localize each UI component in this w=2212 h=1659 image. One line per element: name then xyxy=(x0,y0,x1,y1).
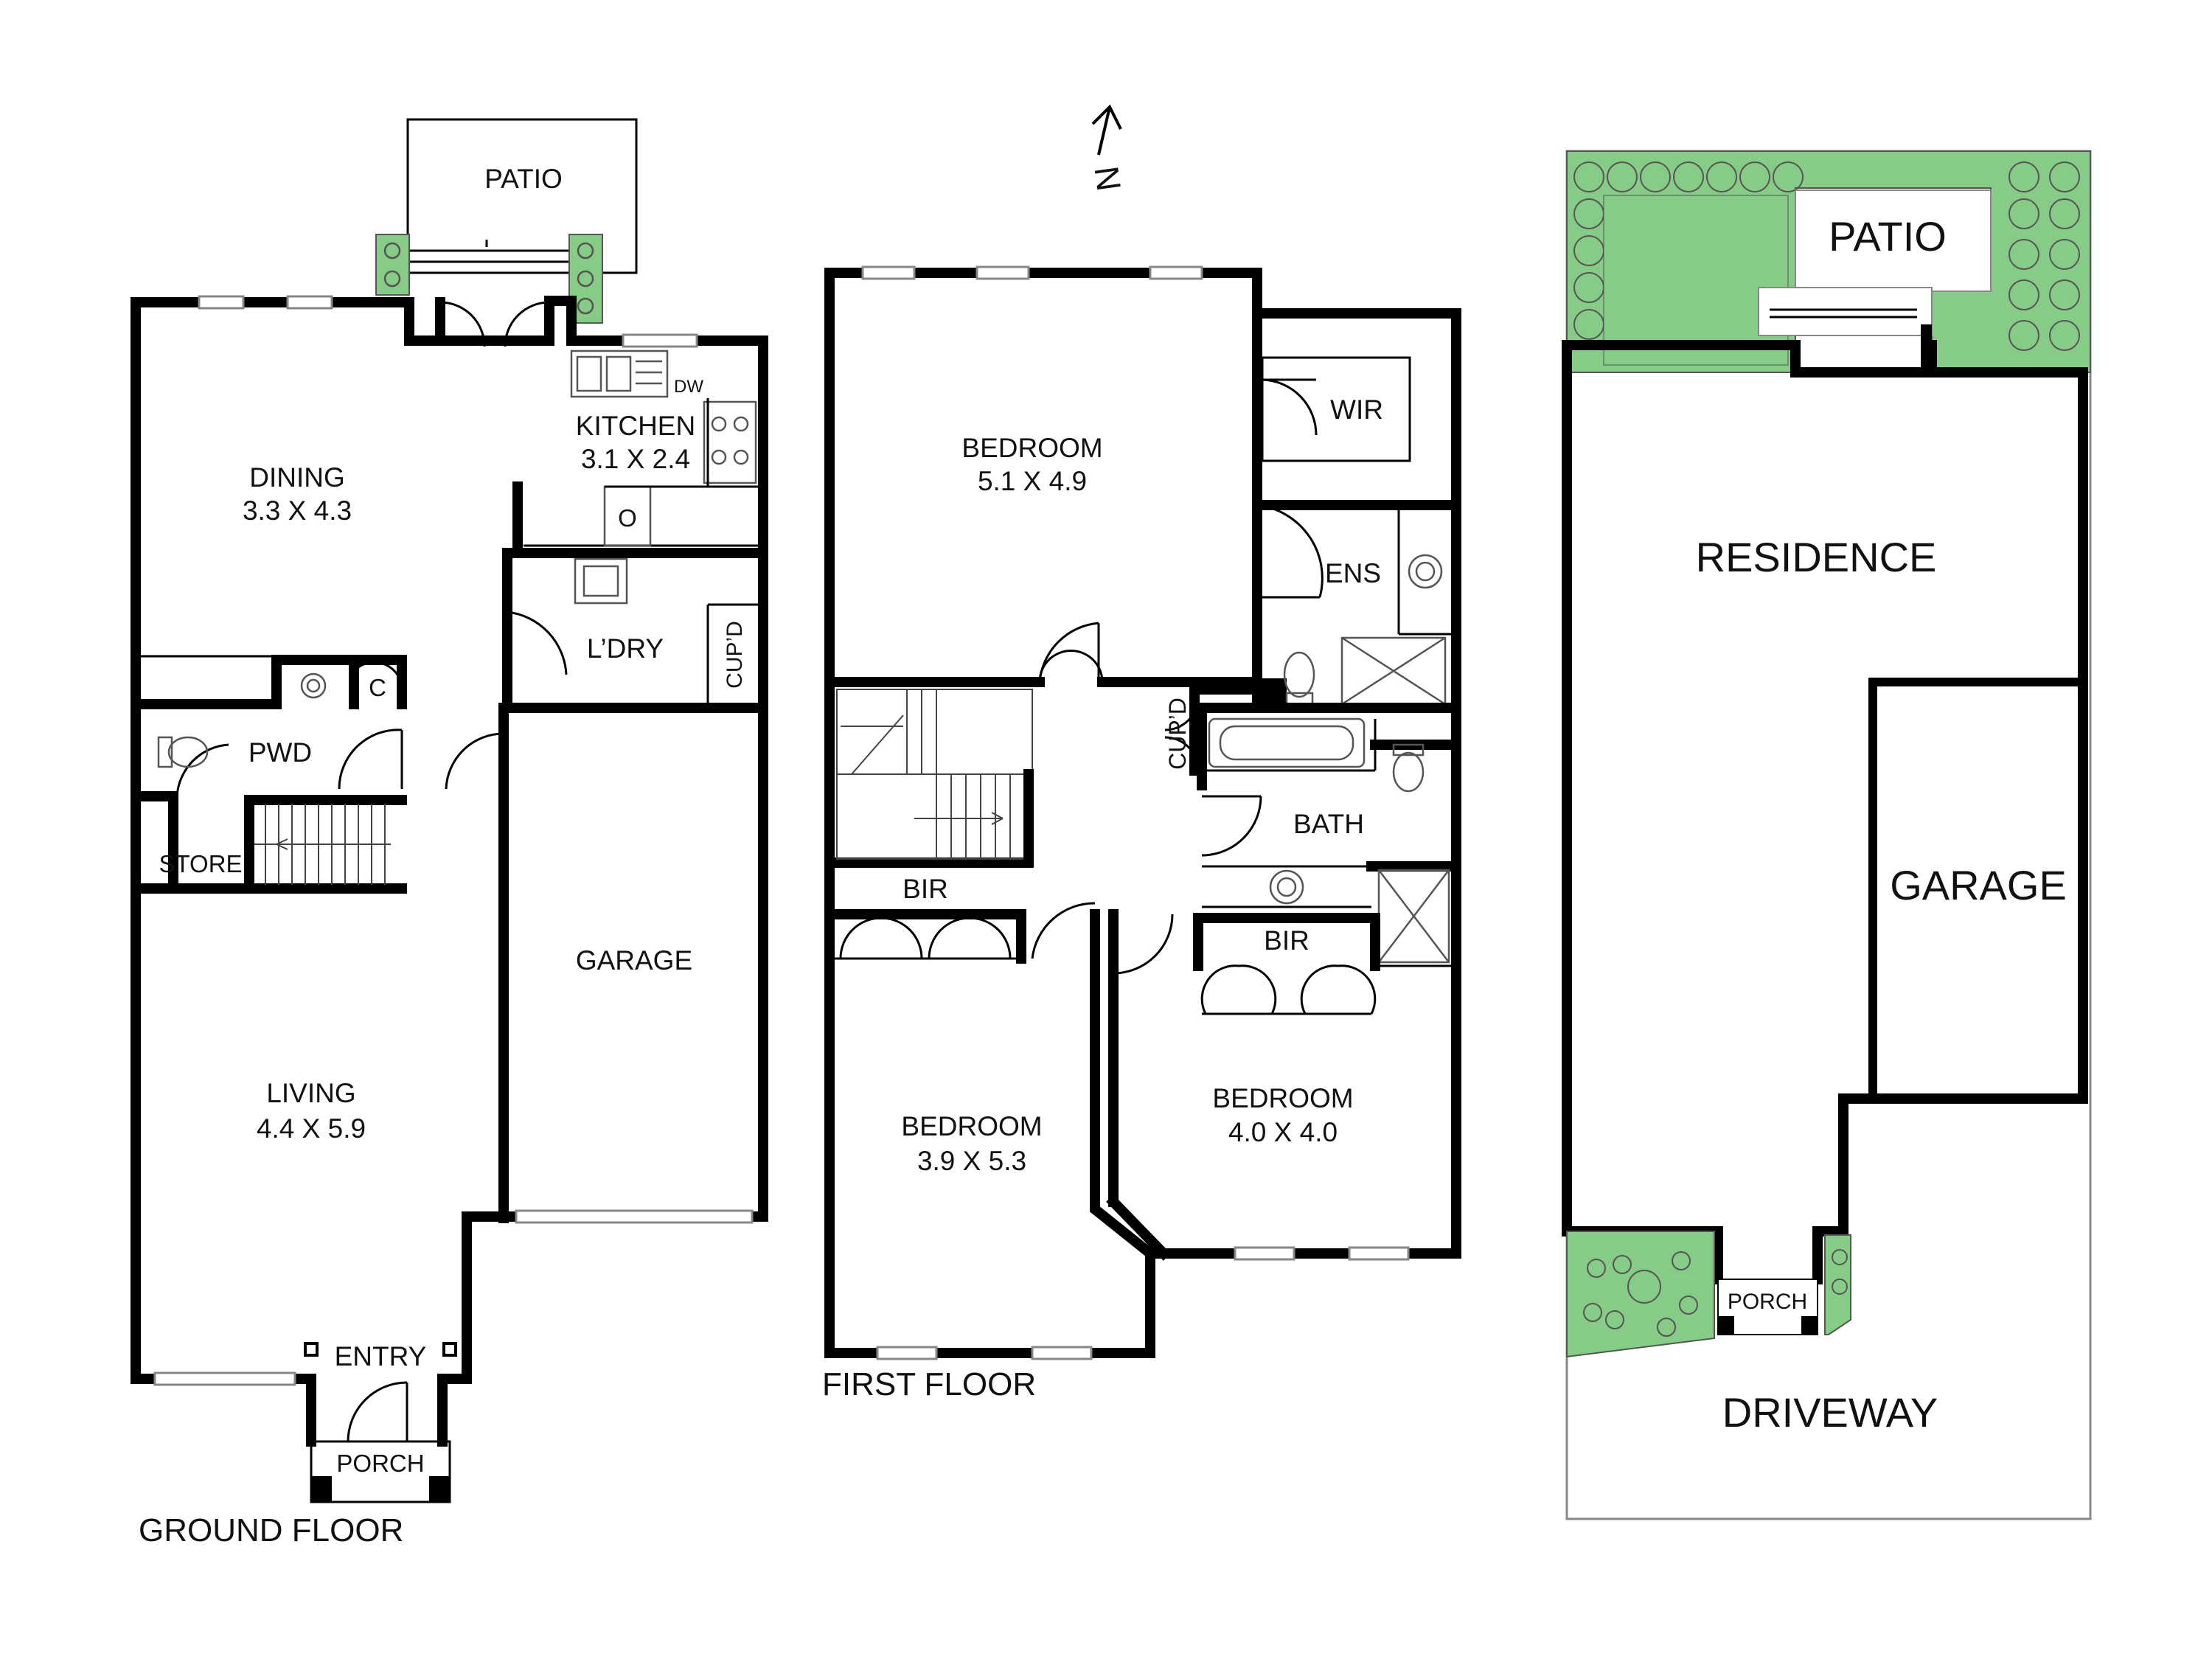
ff-floor-title: FIRST FLOOR xyxy=(822,1366,1036,1402)
ff-ens-label: ENS xyxy=(1325,558,1381,588)
site-garage-label: GARAGE xyxy=(1890,862,2067,908)
gf-kitchen-size: 3.1 X 2.4 xyxy=(581,444,690,474)
ff-bath-label: BATH xyxy=(1293,809,1364,839)
ff-bir-left-label: BIR xyxy=(902,874,948,904)
gf-entry-label: ENTRY xyxy=(335,1341,427,1371)
ff-bedroom-main-size: 5.1 X 4.9 xyxy=(978,466,1087,496)
site-driveway-label: DRIVEWAY xyxy=(1722,1389,1938,1436)
north-label: N xyxy=(1087,164,1128,193)
gf-dining-size: 3.3 X 4.3 xyxy=(243,495,352,526)
site-porch xyxy=(1717,1279,1818,1335)
gf-laundry-label: L’DRY xyxy=(587,633,664,664)
gf-oven-label: O xyxy=(618,504,637,532)
gf-porch-label: PORCH xyxy=(336,1450,424,1477)
ff-bedroom-2-label: BEDROOM xyxy=(901,1111,1042,1141)
ff-wir-label: WIR xyxy=(1330,394,1383,425)
gf-dining-label: DINING xyxy=(249,462,345,493)
site-plan xyxy=(1562,150,2092,1520)
gf-planter-right xyxy=(568,234,603,324)
site-patio-label: PATIO xyxy=(1829,213,1947,260)
site-patio xyxy=(1795,189,1992,292)
site-garage xyxy=(1868,678,2087,1103)
north-arrow-icon xyxy=(1091,104,1122,156)
ground-floor-plan xyxy=(131,118,768,1503)
ff-bir-right-label: BIR xyxy=(1264,925,1310,956)
site-front-garden xyxy=(1566,1231,1715,1358)
first-floor-plan: N xyxy=(824,104,1461,1360)
gf-dishwasher-label: DW xyxy=(674,377,703,397)
ff-bedroom-main-label: BEDROOM xyxy=(961,433,1102,463)
gf-living-label: LIVING xyxy=(266,1078,355,1108)
ff-bedroom-3-label: BEDROOM xyxy=(1212,1083,1353,1113)
ff-bedroom-3-size: 4.0 X 4.0 xyxy=(1228,1117,1338,1147)
ff-bedroom-2-size: 3.9 X 5.3 xyxy=(917,1146,1026,1176)
gf-planter-left xyxy=(375,234,410,296)
site-porch-label: PORCH xyxy=(1728,1290,1807,1314)
ff-cupboard-label: CUP’D xyxy=(1164,698,1191,770)
gf-floor-title: GROUND FLOOR xyxy=(139,1512,403,1548)
gf-living-size: 4.4 X 5.9 xyxy=(257,1113,366,1144)
gf-patio-label: PATIO xyxy=(484,164,563,194)
gf-laundry-cupboard-label: CUP’D xyxy=(723,621,747,689)
gf-pwd-label: PWD xyxy=(248,737,312,768)
gf-cupboard-c-label: C xyxy=(369,674,386,701)
gf-store-label: STORE xyxy=(159,850,242,877)
gf-kitchen-label: KITCHEN xyxy=(576,411,695,441)
gf-patio xyxy=(406,118,638,274)
site-residence-label: RESIDENCE xyxy=(1696,534,1937,580)
gf-garage-label: GARAGE xyxy=(576,945,692,975)
